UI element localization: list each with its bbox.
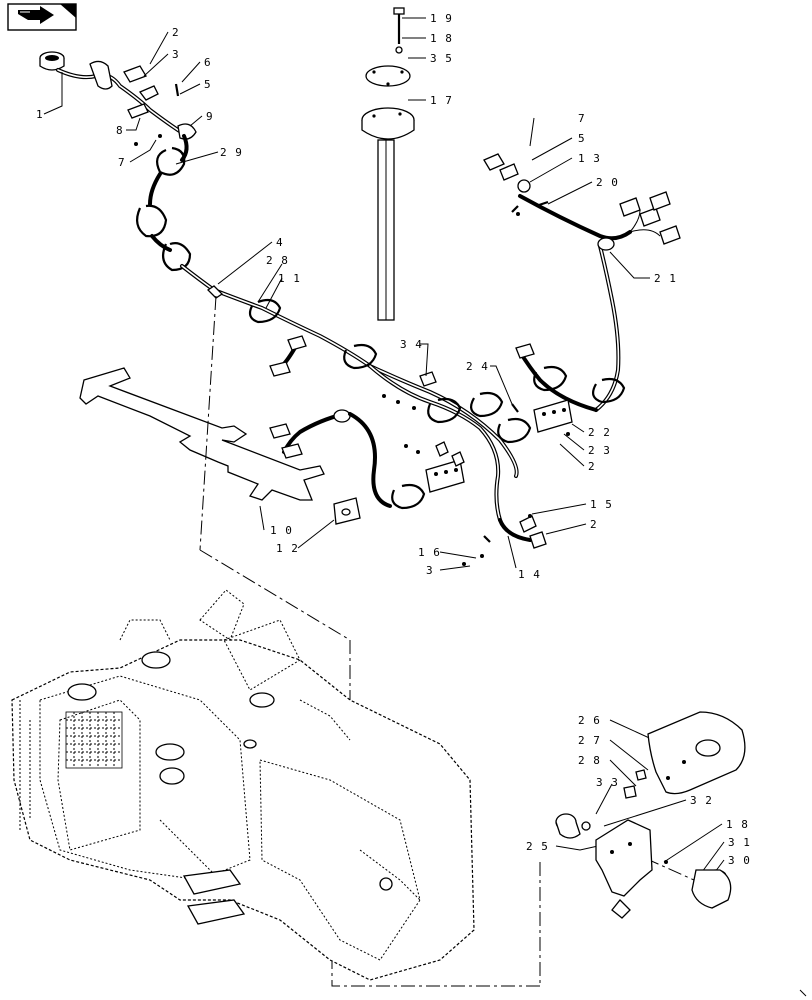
callout-2c: 2 [590,518,598,531]
callout-6: 6 [204,56,212,69]
callout-25: 2 5 [526,840,549,853]
callout-13: 1 3 [578,152,601,165]
callout-18: 1 8 [430,32,453,45]
callout-5b: 5 [578,132,586,145]
lamp-socket-33 [555,813,591,839]
bracket-12 [333,497,361,525]
fuel-sender-assembly [361,7,415,321]
callout-4: 4 [276,236,284,249]
callout-3: 3 [172,48,180,61]
callout-12: 1 2 [276,542,299,555]
callout-29: 2 9 [220,146,243,159]
callout-28b: 2 8 [578,754,601,767]
callout-32: 3 2 [690,794,713,807]
callout-27: 2 7 [578,734,601,747]
callout-26: 2 6 [578,714,601,727]
callout-7: 7 [118,156,126,169]
harness-clips [135,134,192,272]
callout-9: 9 [206,110,214,123]
mounting-bracket [79,367,325,501]
callout-30: 3 0 [728,854,751,867]
callout-2b: 2 [588,460,596,473]
callout-21: 2 1 [654,272,677,285]
callout-35: 3 5 [430,52,453,65]
callout-18b: 1 8 [726,818,749,831]
lamp-bracket-26 [647,711,746,795]
callout-1: 1 [36,108,44,121]
sensor-plug [39,51,65,71]
leader-lines [43,17,725,877]
callout-8: 8 [116,124,124,137]
callout-15: 1 5 [590,498,613,511]
lamp-30-31 [664,860,732,909]
grille [65,711,123,769]
callout-31: 3 1 [728,836,751,849]
next-page-arrow-icon[interactable] [7,3,77,31]
callout-10: 1 0 [270,524,293,537]
callout-labels: 1 2 3 6 5 8 9 7 2 9 1 9 1 8 3 5 1 7 7 5 … [36,12,751,867]
connector-block-right [511,399,573,433]
callout-17: 1 7 [430,94,453,107]
callout-5: 5 [204,78,212,91]
callout-20: 2 0 [596,176,619,189]
callout-7b: 7 [578,112,586,125]
fasteners [134,134,570,566]
callout-2: 2 [172,26,180,39]
callout-14: 1 4 [518,568,541,581]
callout-24: 2 4 [466,360,489,373]
callout-34: 3 4 [400,338,423,351]
connector-block-center [425,441,465,493]
tractor-chassis [11,589,475,981]
callout-33: 3 3 [596,776,619,789]
bracket-25 [595,819,653,919]
screw-27-28 [623,769,647,799]
callout-28: 2 8 [266,254,289,267]
callout-11: 1 1 [278,272,301,285]
callout-3b: 3 [426,564,434,577]
callout-16: 1 6 [418,546,441,559]
callout-23: 2 3 [588,444,611,457]
callout-19: 1 9 [430,12,453,25]
callout-22: 2 2 [588,426,611,439]
